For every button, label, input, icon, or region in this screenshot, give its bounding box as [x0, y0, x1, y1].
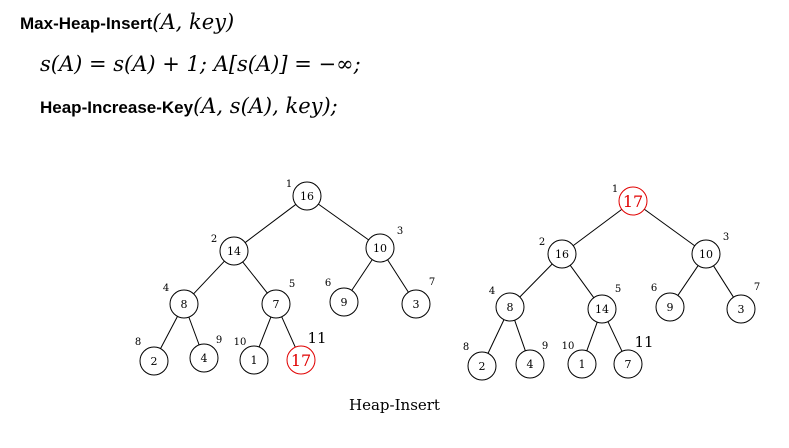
heap-node-circle: [286, 345, 316, 375]
size-increment-statement: s(A) = s(A) + 1; A[s(A)] = −∞;: [40, 52, 361, 76]
heap-node-index: 9: [542, 341, 548, 352]
procedure-name: Max-Heap-Insert: [20, 14, 153, 33]
heap-node-index: 6: [651, 283, 657, 294]
heap-node-index: 7: [754, 282, 760, 293]
heap-node-circle: [169, 289, 199, 319]
heap-node-circle: [515, 349, 545, 379]
heap-node-circle: [467, 351, 497, 381]
tree-edge: [569, 265, 595, 298]
heap-node-circle: [292, 181, 322, 211]
heap-node-index: 11: [634, 333, 653, 351]
heap-node-index: 9: [216, 335, 222, 346]
tree-edge: [193, 260, 225, 295]
heap-node-value: 2: [479, 360, 486, 373]
heap-node-circle: [495, 292, 525, 322]
heap-node-circle: [401, 289, 431, 319]
heap-node-circle: [219, 236, 249, 266]
heap-node-index: 4: [163, 283, 169, 294]
tree-edge: [519, 263, 553, 298]
heap-node-value: 16: [300, 190, 314, 203]
heap-node-index: 1: [612, 184, 618, 195]
heap-node-value: 1: [579, 358, 586, 371]
heap-node-value: 17: [291, 351, 311, 370]
heap-node-circle: [691, 239, 721, 269]
heap-node-circle: [567, 349, 597, 379]
call-name: Heap-Increase-Key: [40, 98, 194, 117]
heap-node-circle: [618, 186, 648, 216]
heap-node-index: 5: [615, 284, 621, 295]
heap-node-index: 4: [489, 286, 495, 297]
heap-node-value: 1: [251, 354, 258, 367]
heap-node-index: 10: [562, 341, 575, 352]
heap-node-value: 16: [555, 248, 569, 261]
heap-node-value: 2: [151, 355, 158, 368]
tree-edge: [188, 316, 200, 346]
heap-node-value: 8: [507, 301, 514, 314]
tree-edge: [586, 321, 598, 352]
heap-node-circle: [239, 345, 269, 375]
heap-node-value: 4: [201, 352, 208, 365]
tree-edge: [242, 261, 268, 294]
tree-edge: [281, 316, 296, 348]
heap-node-value: 10: [699, 248, 713, 261]
heap-node-index: 8: [463, 342, 469, 353]
heap-node-circle: [365, 233, 395, 263]
tree-edge: [258, 316, 272, 348]
heap-node-value: 8: [181, 298, 188, 311]
heap-node-index: 10: [234, 337, 247, 348]
tree-edge: [318, 203, 369, 241]
heap-node-circle: [726, 294, 756, 324]
heap-node-value: 17: [623, 192, 643, 211]
code-line-3: Heap-Increase-Key(A, s(A), key);: [40, 94, 338, 118]
heap-node-value: 3: [738, 303, 745, 316]
heap-node-index: 3: [723, 232, 729, 243]
tree-edge: [713, 265, 734, 298]
procedure-args: (A, key): [152, 10, 235, 34]
heap-node-index: 5: [289, 279, 295, 290]
heap-node-circle: [139, 346, 169, 376]
tree-edge: [514, 320, 526, 351]
heap-node-circle: [587, 294, 617, 324]
heap-node-value: 9: [667, 301, 674, 314]
code-line-1: Max-Heap-Insert(A, key): [20, 10, 234, 34]
code-line-2: s(A) = s(A) + 1; A[s(A)] = −∞;: [40, 52, 361, 76]
tree-edge: [387, 259, 409, 293]
tree-edge: [351, 259, 373, 291]
heap-node-index: 11: [307, 329, 326, 347]
heap-node-index: 2: [211, 234, 217, 245]
call-args: (A, s(A), key);: [193, 94, 338, 118]
heap-node-index: 2: [539, 237, 545, 248]
heap-node-value: 7: [625, 358, 632, 371]
heap-node-index: 7: [429, 277, 435, 288]
tree-edge: [677, 265, 699, 296]
heap-node-value: 7: [273, 298, 280, 311]
tree-edge: [607, 321, 623, 352]
tree-edge: [644, 208, 695, 247]
heap-node-value: 10: [373, 242, 387, 255]
heap-node-circle: [655, 292, 685, 322]
tree-edge: [244, 204, 297, 243]
heap-node-circle: [261, 289, 291, 319]
heap-node-value: 4: [527, 358, 534, 371]
tree-edge: [160, 316, 178, 349]
heap-node-circle: [189, 343, 219, 373]
heap-node-value: 3: [413, 298, 420, 311]
tree-edge: [572, 208, 623, 247]
heap-node-value: 9: [341, 296, 348, 309]
heap-node-index: 3: [397, 226, 403, 237]
heap-node-circle: [613, 349, 643, 379]
heap-node-index: 6: [325, 278, 331, 289]
heap-node-index: 8: [135, 337, 141, 348]
heap-node-circle: [547, 239, 577, 269]
tree-edge: [487, 319, 505, 354]
heap-node-index: 1: [286, 179, 292, 190]
heap-node-value: 14: [227, 245, 241, 258]
figure-caption: Heap-Insert: [349, 396, 440, 414]
heap-node-value: 14: [595, 303, 609, 316]
heap-node-circle: [329, 287, 359, 317]
